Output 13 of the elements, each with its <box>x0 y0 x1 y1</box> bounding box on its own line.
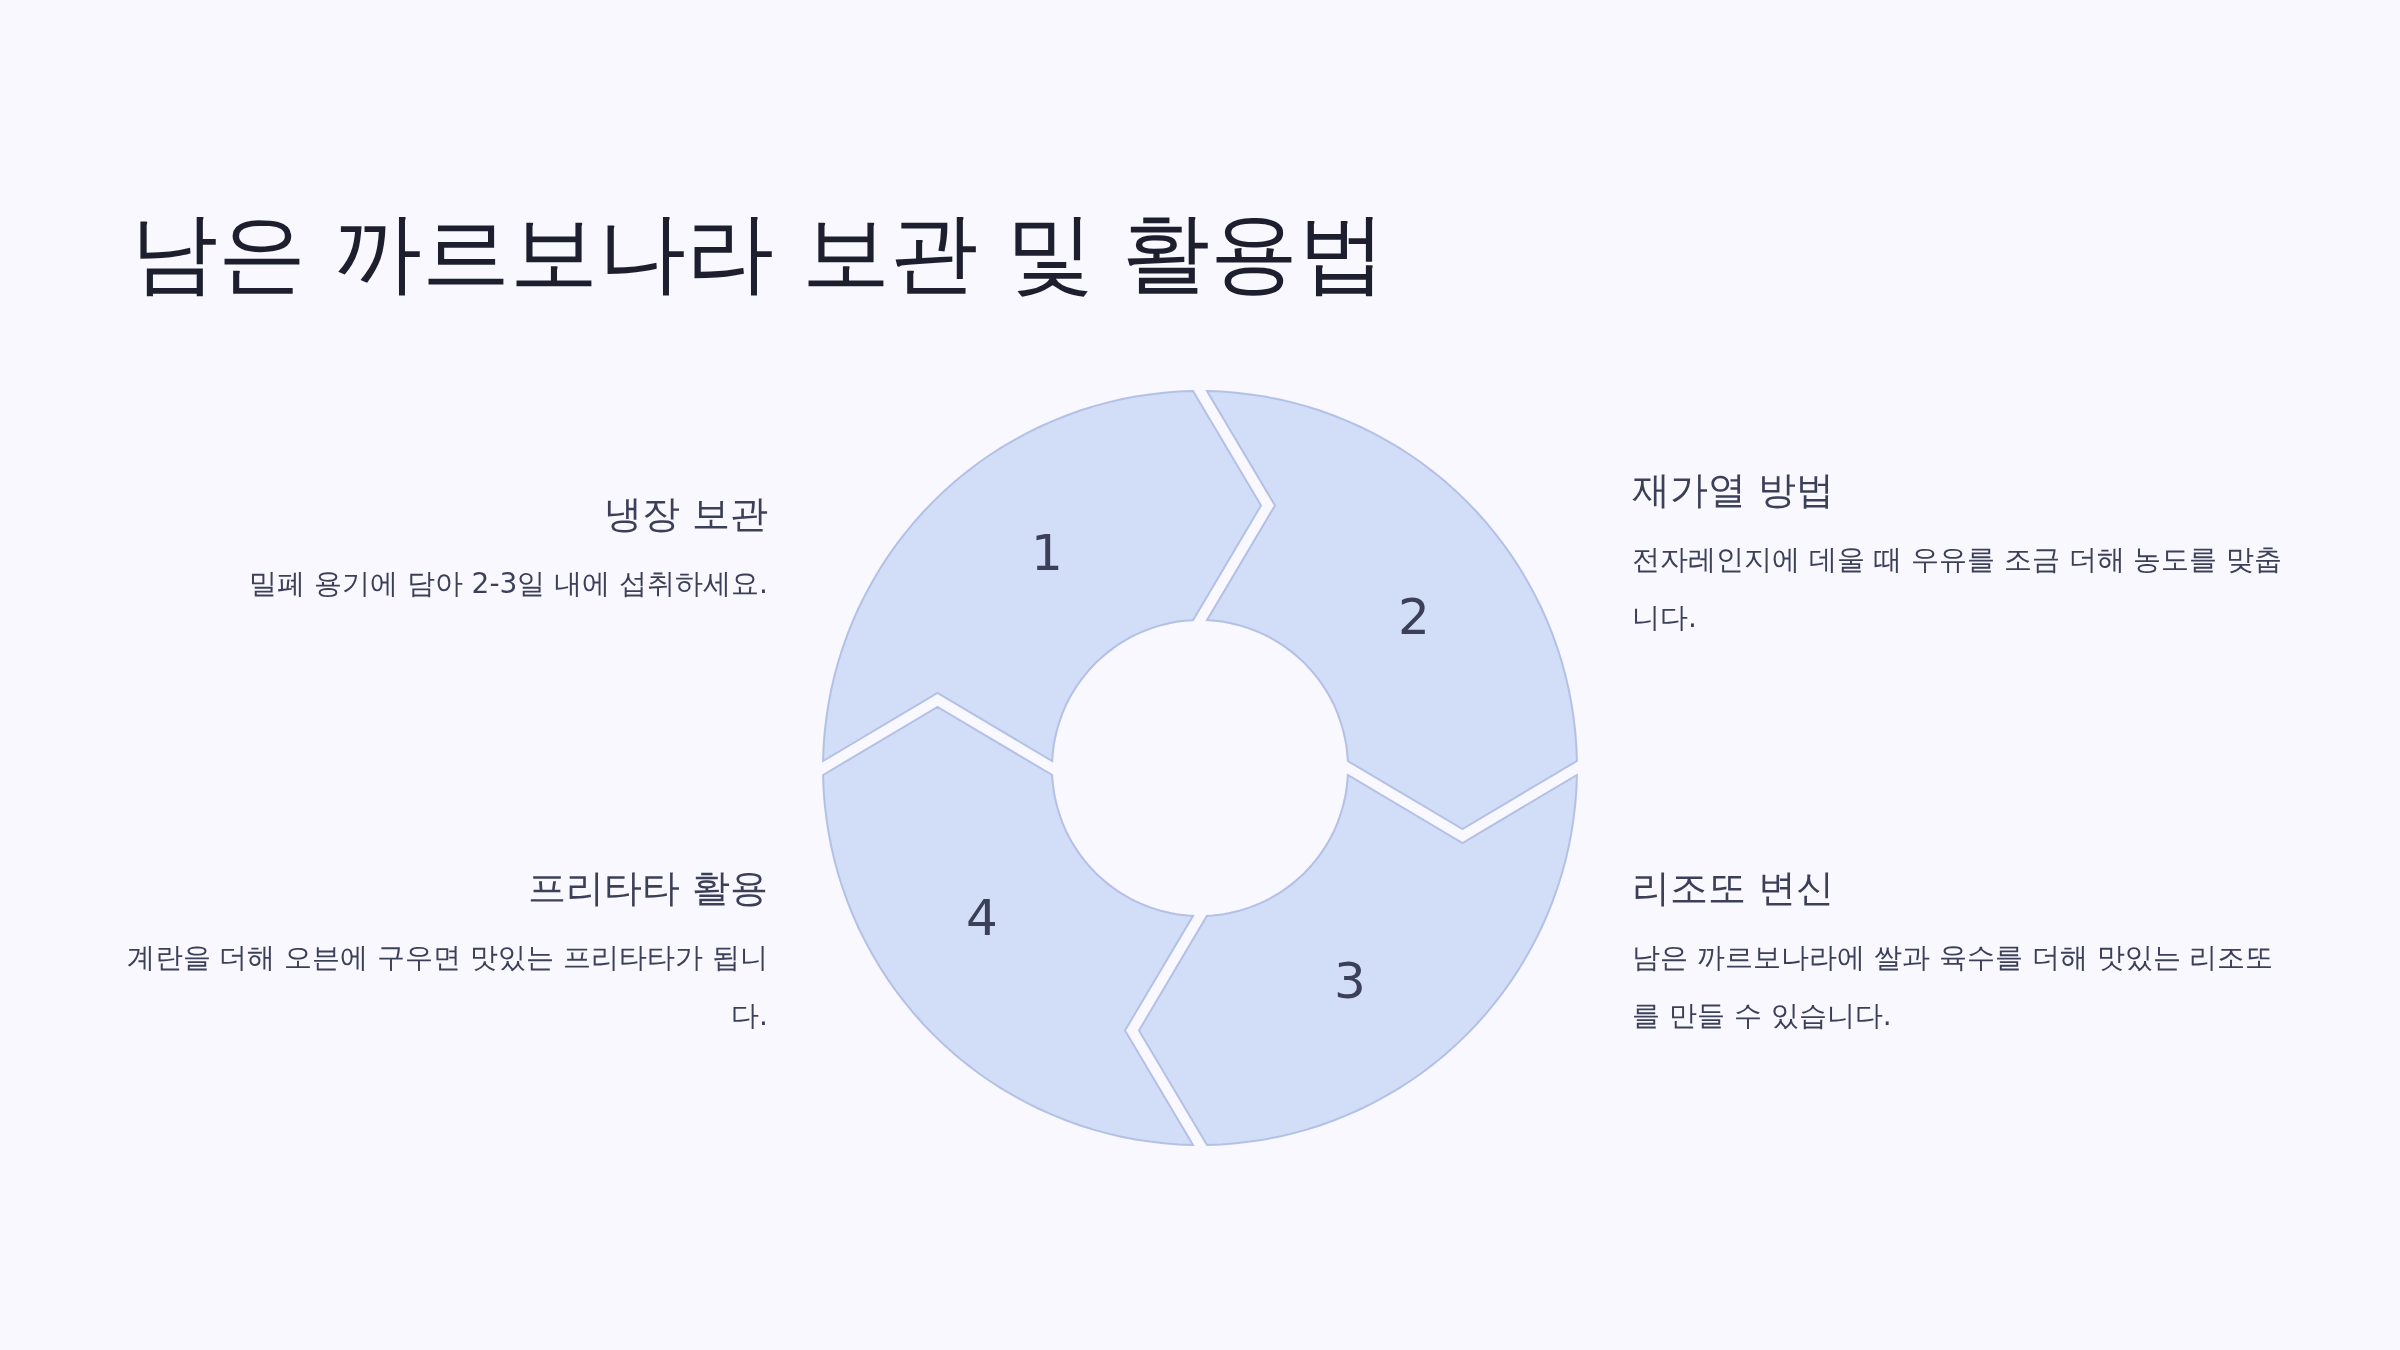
step-description: 남은 까르보나라에 쌀과 육수를 더해 맛있는 리조또를 만들 수 있습니다. <box>1632 940 2275 1035</box>
step-description: 계란을 더해 오븐에 구우면 맛있는 프리타타가 됩니다. <box>125 940 768 1035</box>
step-number: 1 <box>1031 528 1063 578</box>
step-description: 밀폐 용기에 담아 2-3일 내에 섭취하세요. <box>247 566 768 603</box>
step-heading: 재가열 방법 <box>1632 467 1836 514</box>
step-heading: 냉장 보관 <box>602 491 768 538</box>
step-heading: 리조또 변신 <box>1632 865 1836 912</box>
step-number: 3 <box>1334 956 1366 1006</box>
step-number: 2 <box>1398 592 1430 642</box>
title: 남은 까르보나라 보관 및 활용법 <box>130 200 1386 306</box>
step-number: 4 <box>966 893 998 943</box>
step-description: 전자레인지에 데울 때 우유를 조금 더해 농도를 맞춥니다. <box>1632 542 2284 637</box>
step-heading: 프리타타 활용 <box>526 865 768 912</box>
